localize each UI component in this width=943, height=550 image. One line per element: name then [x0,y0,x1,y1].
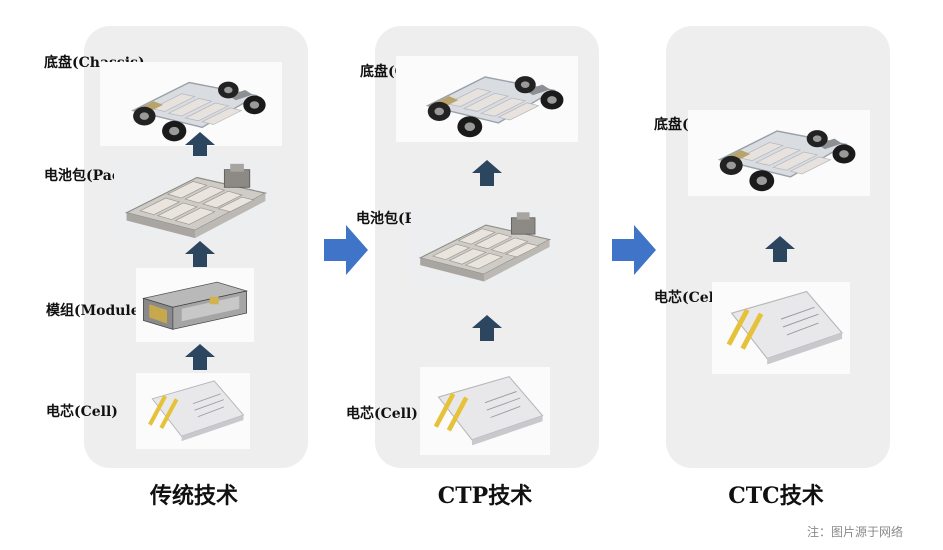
right-arrow [324,225,368,275]
ctc-cell-label: 电芯(Cell) [654,290,726,306]
ctp-title: CTP技术 [437,483,533,509]
traditional-pack-label: 电池包(Pack) [44,168,137,184]
traditional-chassis-image [100,62,282,146]
up-arrow [185,344,215,370]
traditional-module-label: 模组(Module) [46,303,147,319]
up-arrow [765,236,795,262]
right-arrow [612,225,656,275]
traditional-title: 传统技术 [149,483,238,509]
up-arrow [185,132,215,158]
ctc-chassis-image [688,110,870,196]
traditional-cell-label: 电芯(Cell) [46,404,118,420]
ctc-cell-image [712,282,850,374]
traditional-module-image [136,268,254,342]
ctp-cell-image [420,367,550,455]
ctp-pack-image [411,205,557,287]
ctp-chassis-image [396,56,578,142]
traditional-cell-image [136,373,250,449]
ctp-cell-label: 电芯(Cell) [346,406,418,422]
traditional-pack-image [114,156,276,244]
ctc-title: CTC技术 [728,483,824,509]
source-note: 注：图片源于网络 [806,525,903,539]
up-arrow [472,315,502,341]
up-arrow [185,241,215,267]
up-arrow [472,160,502,186]
